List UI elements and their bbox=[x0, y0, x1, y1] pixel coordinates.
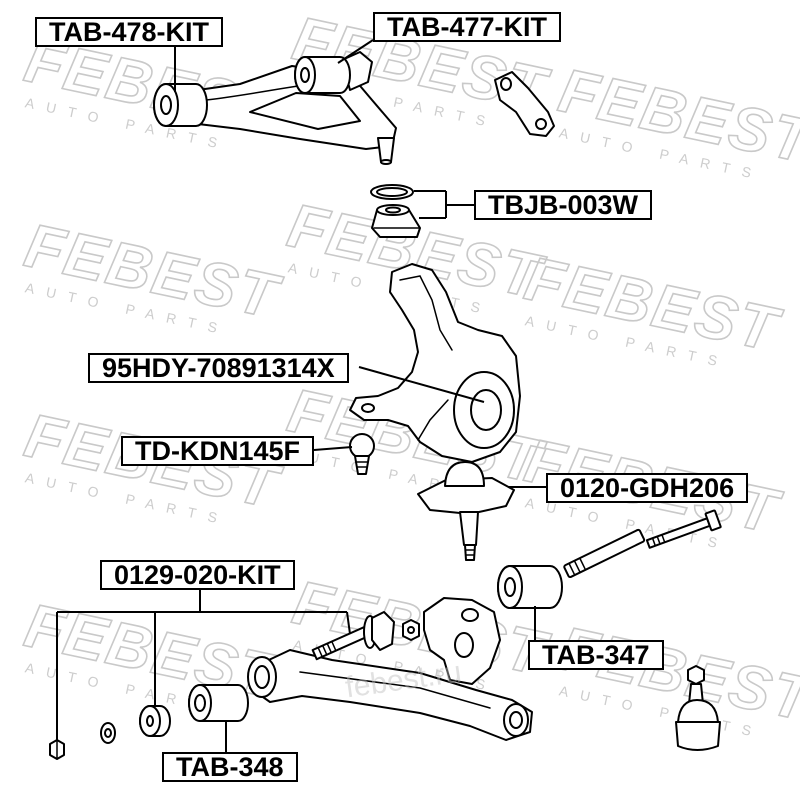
label-0120-gdh206: 0120-GDH206 bbox=[546, 473, 749, 503]
lower-arm-front-eye-bore bbox=[254, 665, 270, 689]
arm-bracket bbox=[494, 71, 555, 137]
front-bushing-bore bbox=[160, 95, 172, 115]
washer-small-bore bbox=[104, 728, 112, 738]
label-td-kdn145f: TD-KDN145F bbox=[121, 436, 315, 466]
lower-arm-ridge bbox=[299, 671, 491, 709]
label-tab-478-kit: TAB-478-KIT bbox=[35, 17, 224, 47]
ball-joint-dust-boot bbox=[371, 204, 421, 238]
label-95hdy-70891314x: 95HDY-70891314X bbox=[88, 353, 349, 383]
ball-joint-bottom-base bbox=[675, 721, 721, 751]
snap-ring-inner bbox=[376, 187, 408, 197]
ball-joint-bottom-nut bbox=[687, 665, 705, 685]
leader-td-kdn145f bbox=[313, 446, 353, 451]
bushing-tab-347 bbox=[497, 565, 563, 609]
leader-0129-020-kit bbox=[56, 590, 351, 740]
bolt-sleeve bbox=[563, 528, 646, 579]
cam-bolt-threads bbox=[317, 640, 337, 658]
knuckle-arm-edge bbox=[399, 275, 453, 351]
label-0129-020-kit: 0129-020-KIT bbox=[100, 560, 295, 590]
lower-ball-joint-stud bbox=[459, 511, 479, 546]
label-tbjb-003w: TBJB-003W bbox=[474, 190, 653, 220]
tie-rod-threads bbox=[356, 461, 368, 468]
lower-ball-joint bbox=[417, 461, 515, 561]
leader-lines bbox=[56, 39, 546, 752]
lower-arm-rear-eye-bore bbox=[509, 711, 523, 729]
leader-95hdy-70891314x bbox=[358, 366, 485, 403]
lower-ball-joint-thread bbox=[464, 544, 476, 561]
washer-thick bbox=[139, 705, 171, 737]
washer-thick-bore bbox=[146, 715, 154, 727]
ball-joint-bottom-dome bbox=[677, 699, 719, 723]
steering-knuckle bbox=[349, 263, 521, 463]
label-tab-348: TAB-348 bbox=[162, 752, 298, 782]
bolt-sleeve-threads bbox=[568, 557, 587, 576]
ball-joint-snap-ring bbox=[370, 184, 414, 200]
tie-rod-ball-joint bbox=[349, 433, 375, 475]
lower-ball-joint-dome bbox=[444, 461, 485, 487]
knuckle-hub-bore bbox=[470, 389, 502, 431]
lower-arm-bracket-bore bbox=[454, 632, 474, 658]
nut-small-bore bbox=[407, 626, 415, 634]
lower-arm-bracket-hole bbox=[461, 608, 479, 622]
bushing-tab-348 bbox=[188, 684, 249, 722]
lower-arm-cam-bolt bbox=[311, 611, 395, 661]
leader-tbjb-003w bbox=[414, 190, 474, 219]
bushing-348-bore bbox=[194, 694, 206, 712]
leader-tab-477-kit bbox=[337, 39, 374, 64]
tie-rod-ball bbox=[349, 433, 375, 459]
bushing-347-bore bbox=[504, 577, 516, 597]
upper-arm-cutout bbox=[249, 92, 361, 130]
rear-bushing-bore bbox=[300, 67, 310, 83]
upper-ball-joint-stud bbox=[377, 137, 395, 163]
nut-lock bbox=[49, 739, 65, 760]
bolt-shank bbox=[645, 517, 711, 549]
tie-rod-stud bbox=[354, 455, 370, 475]
upper-control-arm bbox=[153, 51, 397, 165]
label-tab-347: TAB-347 bbox=[528, 640, 664, 670]
nut-small bbox=[402, 619, 420, 641]
dust-boot-hole bbox=[385, 206, 401, 214]
cam-bolt-head bbox=[371, 611, 395, 651]
lower-ball-joint-thread-lines bbox=[465, 549, 475, 556]
washer-small bbox=[100, 722, 116, 744]
lower-control-arm bbox=[247, 597, 533, 741]
knuckle-ear-hole bbox=[361, 403, 375, 413]
ball-joint-bottom bbox=[675, 665, 721, 751]
arm-bracket-hole-bottom bbox=[535, 118, 547, 130]
bolt-threads bbox=[651, 534, 666, 547]
lower-arm-bolt bbox=[563, 509, 722, 579]
arm-bracket-hole-top bbox=[500, 77, 512, 91]
upper-ball-joint-tip bbox=[380, 159, 392, 165]
label-tab-477-kit: TAB-477-KIT bbox=[373, 12, 562, 42]
knuckle-web-edge bbox=[417, 399, 449, 441]
bolt-head bbox=[704, 509, 722, 532]
